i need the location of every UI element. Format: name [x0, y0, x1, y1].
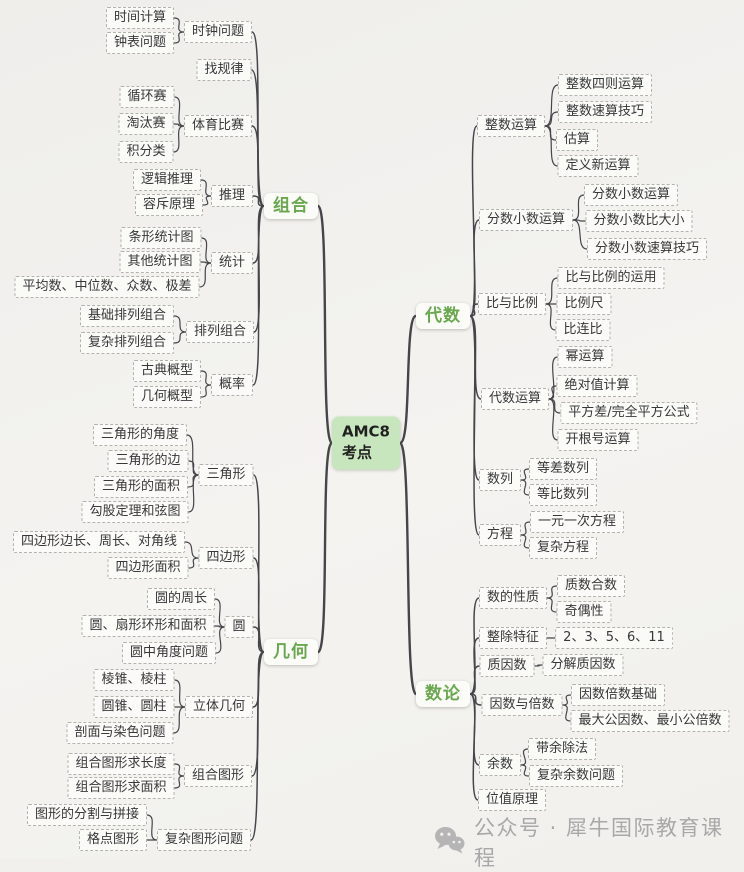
connector-line	[545, 277, 559, 305]
center-node-title-line2: 考点	[342, 443, 373, 462]
connector-line	[316, 204, 334, 445]
connector-line	[520, 521, 531, 536]
connector-line	[252, 557, 265, 653]
connector-line	[173, 331, 187, 344]
connector-line	[173, 763, 185, 777]
connector-line	[520, 479, 530, 496]
connector-line	[173, 679, 186, 708]
connector-line	[215, 626, 226, 654]
connector-line	[572, 219, 588, 250]
wechat-icon	[434, 826, 465, 858]
connector-line	[214, 598, 226, 628]
connector-line	[251, 125, 265, 207]
watermark-text: 公众号 · 犀牛国际教育课程	[474, 816, 724, 870]
connector-line	[202, 195, 212, 206]
connector-line	[561, 694, 572, 706]
watermark: 公众号 · 犀牛国际教育课程	[434, 812, 744, 872]
connector-line	[469, 315, 480, 536]
connector-line	[172, 706, 186, 734]
connector-line	[172, 125, 185, 153]
connector-line	[187, 557, 200, 569]
connector-line	[200, 384, 212, 398]
connector-line	[173, 96, 185, 127]
connector-line	[545, 303, 557, 331]
connector-line	[186, 434, 200, 476]
connector-line	[252, 205, 265, 386]
connector-line	[520, 748, 529, 766]
connector-line	[469, 665, 481, 695]
connector-line	[520, 534, 530, 549]
connector-line	[200, 179, 212, 197]
connector-line	[252, 626, 265, 653]
connector-line	[198, 262, 212, 288]
connector-line	[469, 219, 480, 317]
connector-line	[561, 704, 572, 722]
connector-line	[252, 195, 265, 207]
connector-line	[200, 370, 212, 386]
connector-line	[544, 111, 559, 127]
connector-line	[544, 84, 559, 127]
connector-line	[520, 764, 530, 777]
connector-line	[520, 468, 530, 481]
connector-line	[548, 356, 559, 400]
connector-line	[548, 398, 562, 414]
connector-line	[173, 31, 185, 44]
connector-line	[572, 194, 585, 221]
center-node-title-line1: AMC8	[342, 422, 390, 441]
connector-line	[546, 585, 558, 599]
connector-line	[200, 237, 212, 264]
connector-line	[173, 17, 185, 33]
connector-line	[187, 460, 200, 476]
connector-line	[469, 125, 478, 317]
connector-line	[187, 474, 200, 513]
connector-line	[544, 125, 559, 167]
connector-line	[546, 597, 558, 613]
connector-line	[469, 303, 479, 317]
connector-line	[398, 314, 418, 445]
connector-line	[252, 474, 265, 653]
connector-line	[173, 315, 187, 333]
center-node: AMC8 考点	[332, 416, 400, 470]
connector-line	[533, 664, 544, 667]
connector-line	[173, 775, 185, 789]
connector-line	[250, 651, 265, 841]
connector-line	[316, 441, 334, 654]
connector-line	[146, 814, 158, 841]
connector-line	[398, 441, 418, 696]
connector-line	[469, 693, 479, 801]
connector-line	[184, 541, 200, 559]
connector-line	[548, 398, 559, 441]
